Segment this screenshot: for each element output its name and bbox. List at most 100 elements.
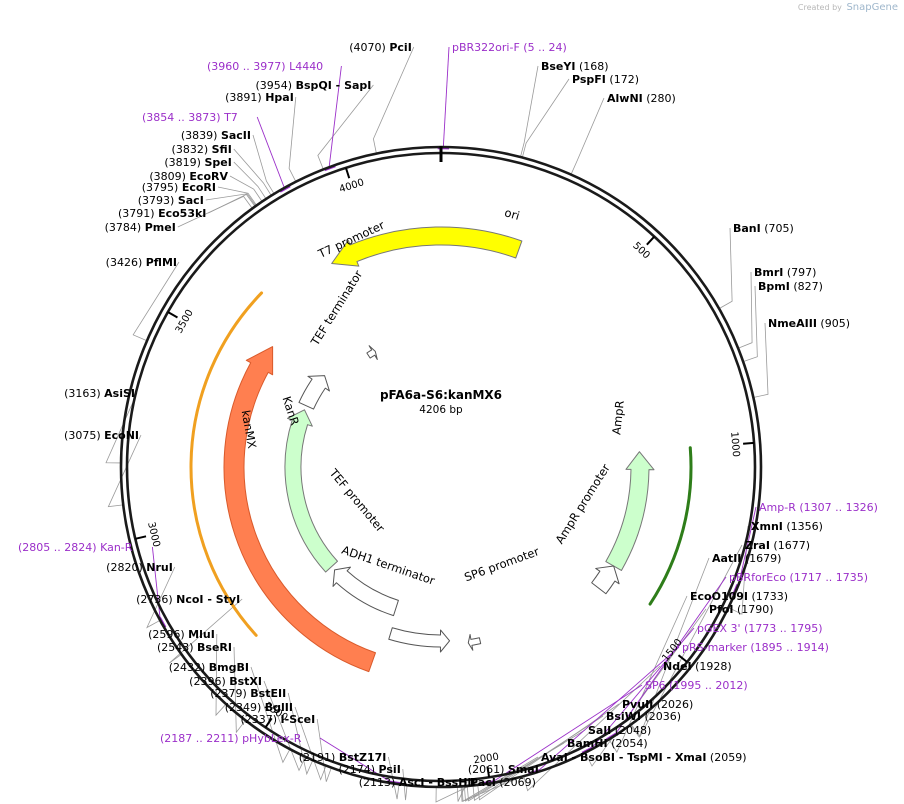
- enzyme-site-sacii[interactable]: (3839) SacII: [181, 129, 251, 142]
- enzyme-site-sali[interactable]: SalI (2048): [588, 724, 651, 737]
- enzyme-name: AvaI - BsoBI - TspMI - XmaI: [541, 751, 706, 764]
- leader-line-paci: [456, 781, 468, 802]
- leader-line-pflmi: [132, 261, 180, 342]
- enzyme-site-bseri[interactable]: (2543) BseRI: [157, 641, 232, 654]
- leader-line-ndei: [523, 665, 661, 792]
- enzyme-site-bpmi[interactable]: BpmI (827): [758, 280, 823, 293]
- feature-label-tef-promoter: TEF promoter: [326, 465, 388, 535]
- enzyme-position: (2048): [615, 724, 652, 737]
- primer-site-l4440[interactable]: (3960 .. 3977) L4440: [207, 60, 323, 73]
- enzyme-site-nmeaiii[interactable]: NmeAIII (905): [768, 317, 850, 330]
- enzyme-site-bstz17i[interactable]: (2191) BstZ17I: [299, 751, 387, 764]
- leader-line-i-scei: [316, 718, 332, 782]
- label-leader-lines: [105, 46, 769, 803]
- primer-leader-pbr322ori-f: [442, 46, 450, 147]
- enzyme-site-bmgbi[interactable]: (2432) BmgBI: [169, 661, 249, 674]
- enzyme-site-bstxi[interactable]: (2396) BstXI: [189, 675, 262, 688]
- enzyme-site-avai-bsobi-tspmi-xmai[interactable]: AvaI - BsoBI - TspMI - XmaI (2059): [541, 751, 747, 764]
- enzyme-site-bani[interactable]: BanI (705): [733, 222, 794, 235]
- enzyme-site-bglii[interactable]: (2349) BglII: [225, 701, 293, 714]
- primer-site-t7[interactable]: (3854 .. 3873) T7: [142, 111, 238, 124]
- enzyme-position: (3809): [149, 170, 186, 183]
- enzyme-site-eco53ki[interactable]: (3791) Eco53kI: [118, 207, 206, 220]
- leader-line-zrai: [630, 544, 743, 738]
- enzyme-site-econi[interactable]: (3075) EcoNI: [64, 429, 139, 442]
- enzyme-site-bspqi-sapi[interactable]: (3954) BspQI - SapI: [256, 79, 372, 92]
- enzyme-site-ndei[interactable]: NdeI (1928): [663, 660, 732, 673]
- enzyme-site-sfii[interactable]: (3832) SfiI: [172, 143, 232, 156]
- enzyme-name: SpeI: [204, 156, 231, 169]
- feature-label-ori: ori: [503, 205, 521, 223]
- enzyme-site-hpai[interactable]: (3891) HpaI: [225, 91, 294, 104]
- enzyme-site-ecorv[interactable]: (3809) EcoRV: [149, 170, 228, 183]
- enzyme-site-bmri[interactable]: BmrI (797): [754, 266, 816, 279]
- primer-site-prs-marker[interactable]: pRS-marker (1895 .. 1914): [682, 641, 829, 654]
- enzyme-site-ecoo109i[interactable]: EcoO109I (1733): [690, 590, 788, 603]
- leader-line-bani: [718, 227, 733, 310]
- enzyme-site-paci[interactable]: PacI (2069): [470, 776, 536, 789]
- enzyme-site-pfoi[interactable]: PfoI (1790): [709, 603, 774, 616]
- tick-mark-3000: [135, 535, 147, 540]
- primer-site-sp6[interactable]: SP6 (1995 .. 2012): [645, 679, 748, 692]
- enzyme-site-pmei[interactable]: (3784) PmeI: [105, 221, 176, 234]
- primer-leader-l4440: [328, 65, 342, 167]
- enzyme-site-asci-bsshii[interactable]: (2113) AscI - BssHII: [359, 776, 476, 789]
- enzyme-site-pflmi[interactable]: (3426) PflMI: [106, 256, 177, 269]
- primer-name: pRS-marker: [682, 641, 747, 654]
- enzyme-name: PmeI: [145, 221, 176, 234]
- leader-line-spei: [233, 161, 267, 200]
- feature-label-ampr: AmpR: [609, 400, 627, 436]
- leader-line-asisi: [105, 392, 138, 464]
- leader-line-hpai: [288, 96, 297, 182]
- enzyme-position: (2069): [499, 776, 536, 789]
- primer-site-pbr322ori-f[interactable]: pBR322ori-F (5 .. 24): [452, 41, 567, 54]
- enzyme-name: BstXI: [229, 675, 262, 688]
- primer-site-amp-r[interactable]: Amp-R (1307 .. 1326): [759, 501, 878, 514]
- enzyme-position: (3784): [105, 221, 142, 234]
- enzyme-position: (3891): [225, 91, 262, 104]
- enzyme-site-xmni[interactable]: XmnI (1356): [751, 520, 823, 533]
- enzyme-site-ecori[interactable]: (3795) EcoRI: [142, 181, 216, 194]
- leader-line-alwni: [570, 97, 605, 175]
- enzyme-site-zrai[interactable]: ZraI (1677): [745, 539, 810, 552]
- enzyme-site-saci[interactable]: (3793) SacI: [138, 194, 204, 207]
- enzyme-position: (1677): [773, 539, 810, 552]
- enzyme-site-bseyi[interactable]: BseYI (168): [541, 60, 609, 73]
- enzyme-name: PflMI: [146, 256, 177, 269]
- enzyme-site-psii[interactable]: (2174) PsiI: [338, 763, 400, 776]
- enzyme-position: (2059): [710, 751, 747, 764]
- enzyme-site-pvuii[interactable]: PvuII (2026): [622, 698, 693, 711]
- enzyme-site-asisi[interactable]: (3163) AsiSI: [64, 387, 135, 400]
- primer-site-pbrforeco[interactable]: pBRforEco (1717 .. 1735): [729, 571, 868, 584]
- feature-label-sp6-promoter: SP6 promoter: [462, 544, 541, 584]
- enzyme-site-alwni[interactable]: AlwNI (280): [607, 92, 676, 105]
- tick-label-2000: 2000: [473, 752, 500, 767]
- primer-name: pHybLex-R: [242, 732, 302, 745]
- primer-name: Amp-R: [759, 501, 796, 514]
- enzyme-site-pspfi[interactable]: PspFI (172): [572, 73, 639, 86]
- enzyme-site-aatii[interactable]: AatII (1679): [712, 552, 781, 565]
- primer-site-pgex-3[interactable]: pGEX 3' (1773 .. 1795): [697, 622, 823, 635]
- enzyme-site-mlui[interactable]: (2596) MluI: [148, 628, 215, 641]
- enzyme-name: Eco53kI: [158, 207, 206, 220]
- leader-line-ecoo109i: [608, 595, 688, 753]
- primer-site-phyblex-r[interactable]: (2187 .. 2211) pHybLex-R: [160, 732, 302, 745]
- leader-line-pcii: [372, 46, 415, 154]
- feature-arrows: [223, 226, 655, 673]
- primer-name: T7: [223, 111, 238, 124]
- enzyme-site-bsteii[interactable]: (2379) BstEII: [210, 687, 286, 700]
- enzyme-site-ncoi-styi[interactable]: (2736) NcoI - StyI: [136, 593, 240, 606]
- enzyme-site-pcii[interactable]: (4070) PciI: [349, 41, 412, 54]
- enzyme-site-smai[interactable]: (2061) SmaI: [468, 763, 539, 776]
- enzyme-position: (3163): [64, 387, 101, 400]
- leader-line-pvuii: [477, 703, 620, 801]
- feature-arrow-tef-promoter: [332, 566, 399, 617]
- enzyme-site-nrui[interactable]: (2820) NruI: [106, 561, 173, 574]
- enzyme-site-bsiwi[interactable]: BsiWI (2036): [606, 710, 681, 723]
- primer-site-kan-r[interactable]: (2805 .. 2824) Kan-R: [18, 541, 133, 554]
- enzyme-position: (2820): [106, 561, 143, 574]
- enzyme-site-bamhi[interactable]: BamHI (2054): [567, 737, 648, 750]
- enzyme-position: (3426): [106, 256, 143, 269]
- enzyme-site-spei[interactable]: (3819) SpeI: [164, 156, 231, 169]
- enzyme-site-i-scei[interactable]: (2337) I-SceI: [240, 713, 315, 726]
